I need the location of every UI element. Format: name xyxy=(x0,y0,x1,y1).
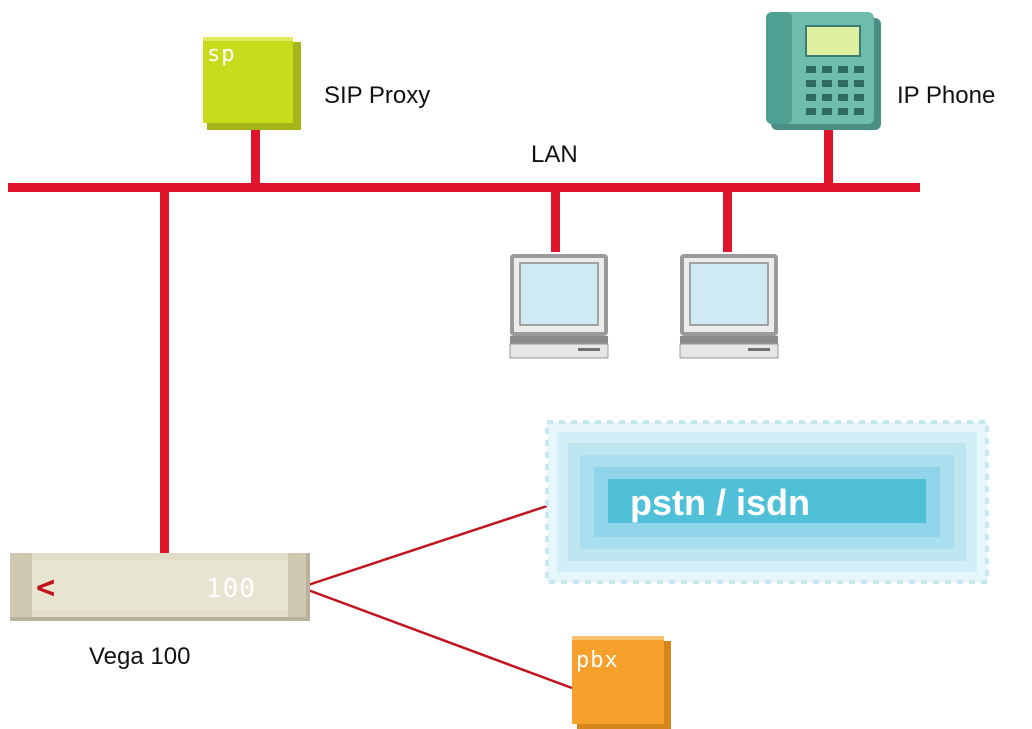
server-icon xyxy=(203,37,301,130)
lan-backbone xyxy=(8,183,920,192)
pbx-icon xyxy=(572,636,671,729)
vega-label: Vega 100 xyxy=(89,643,191,670)
vega-tag: 100 xyxy=(206,574,256,604)
wire-vega-pstn xyxy=(307,503,551,587)
sip-proxy-label: SIP Proxy xyxy=(324,82,431,109)
pbx-tag: pbx xyxy=(576,648,619,673)
laptop-icon xyxy=(679,254,779,359)
wire-vega-pbx xyxy=(307,588,573,690)
pstn-isdn-label: pstn / isdn xyxy=(630,482,810,523)
ip-phone-label: IP Phone xyxy=(897,82,996,109)
ip-phone-drop xyxy=(824,128,833,185)
desk-phone-icon xyxy=(766,12,881,130)
gateway-icon xyxy=(10,553,310,621)
sip-proxy-drop xyxy=(251,130,260,185)
laptop-icon xyxy=(509,254,609,359)
vega-drop xyxy=(160,190,169,555)
lan-label: LAN xyxy=(531,141,578,168)
laptop-2-drop xyxy=(723,190,732,252)
laptop-1-drop xyxy=(551,190,560,252)
cloud-icon xyxy=(545,420,989,584)
vega-arrow-icon: < xyxy=(36,568,57,606)
sip-proxy-tag: sp xyxy=(207,42,236,67)
